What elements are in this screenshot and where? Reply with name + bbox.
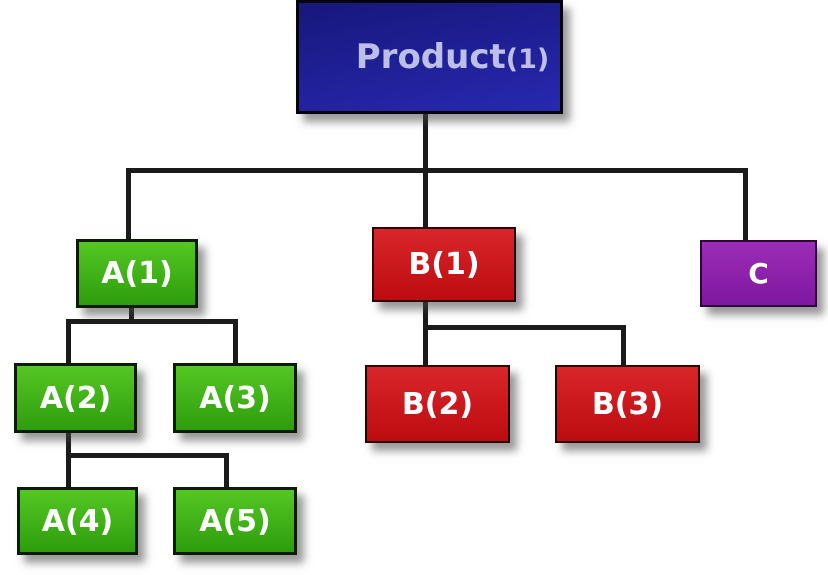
connector-drop-a2: [66, 319, 71, 365]
node-a4: A(4): [17, 487, 138, 555]
node-b3-label: B(3): [591, 386, 664, 422]
node-product: Product(1): [296, 0, 563, 114]
node-b1: B(1): [372, 227, 516, 302]
node-a5: A(5): [173, 487, 297, 555]
node-a3-label: A(3): [199, 380, 271, 416]
node-b3: B(3): [555, 365, 700, 443]
connector-a1-children-horizontal: [66, 319, 238, 324]
connector-a2-children-horizontal: [66, 453, 229, 458]
node-c: C: [700, 240, 817, 307]
node-a4-label: A(4): [41, 503, 114, 539]
node-c-label: C: [748, 257, 769, 290]
connector-b1-children-horizontal: [423, 325, 626, 330]
node-a1: A(1): [76, 239, 198, 308]
connector-a2-to-a4: [66, 431, 71, 489]
node-a1-label: A(1): [101, 256, 173, 291]
connector-level1-horizontal: [126, 168, 748, 173]
node-b2-label: B(2): [401, 386, 474, 422]
connector-drop-b3: [621, 325, 626, 366]
connector-drop-c: [743, 168, 748, 242]
node-product-suffix: (1): [505, 44, 550, 75]
node-a3: A(3): [173, 363, 297, 433]
connector-drop-a1: [126, 168, 131, 241]
connector-a1-tail: [129, 306, 134, 323]
node-b1-label: B(1): [408, 247, 480, 282]
connector-drop-a5: [224, 453, 229, 489]
connector-drop-a3: [233, 319, 238, 365]
connector-b1-to-b2: [423, 300, 428, 366]
node-a2: A(2): [14, 363, 137, 433]
node-product-label: Product(1): [355, 37, 550, 77]
node-b2: B(2): [365, 365, 510, 443]
node-a2-label: A(2): [39, 380, 112, 416]
node-a5-label: A(5): [199, 503, 271, 539]
